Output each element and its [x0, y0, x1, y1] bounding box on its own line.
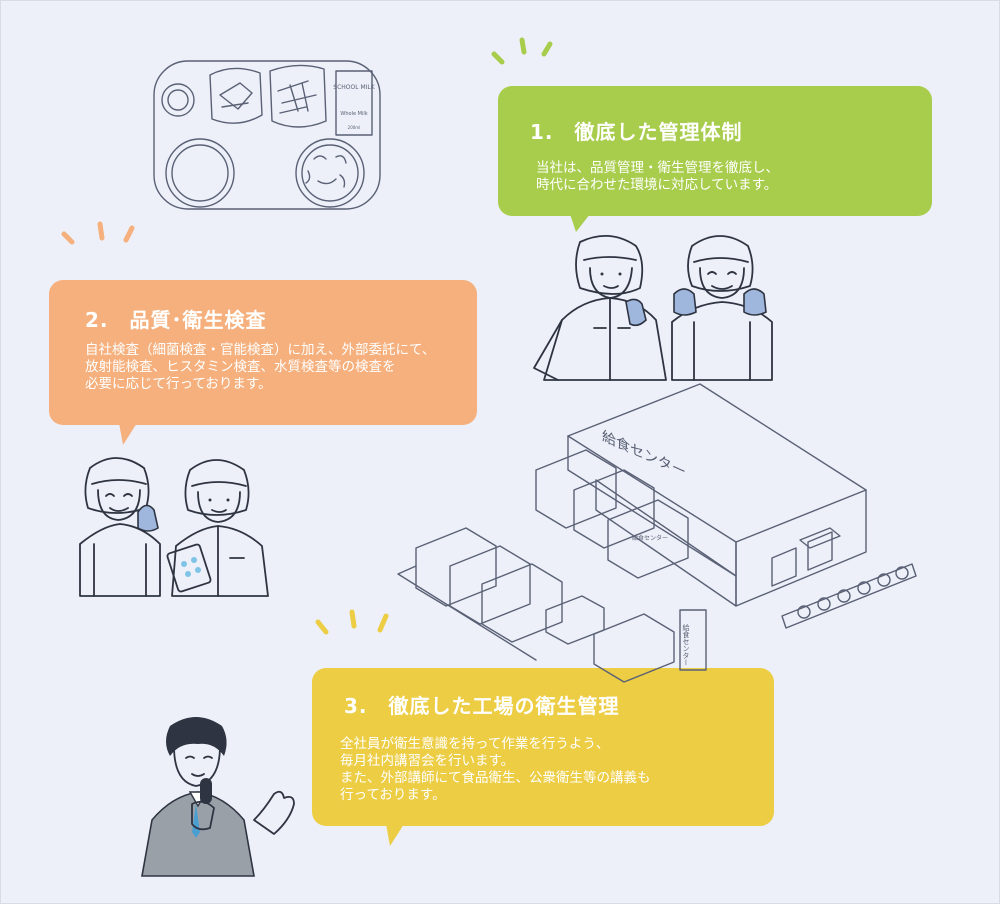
item-2-line-1: 自社検査（細菌検査・官能検査）に加え、外部委託にて、	[85, 342, 436, 358]
item-2-line-2: 放射能検査、ヒスタミン検査、水質検査等の検査を	[85, 359, 396, 375]
orange-ray-marks	[61, 221, 135, 245]
speech-bubble-2: 2. 品質･衛生検査 自社検査（細菌検査・官能検査）に加え、外部委託にて、 放射…	[49, 280, 477, 445]
item-1-body: 当社は、品質管理・衛生管理を徹底し、 時代に合わせた環境に対応しています。	[536, 160, 779, 194]
item-3-line-2: 毎月社内講習会を行います。	[340, 753, 515, 769]
speech-bubble-tail	[570, 214, 590, 232]
speech-bubble-tail	[386, 824, 404, 846]
speech-bubble-1: 1. 徹底した管理体制 当社は、品質管理・衛生管理を徹底し、 時代に合わせた環境…	[498, 86, 932, 232]
pole-sign-text: 給食センター	[682, 623, 690, 666]
green-ray-marks	[491, 37, 553, 65]
milk-type-text: Whole Milk	[340, 111, 367, 117]
item-3-line-4: 行っております。	[340, 787, 446, 803]
item-1-title: 1. 徹底した管理体制	[530, 120, 743, 144]
item-2-line-3: 必要に応じて行っております。	[85, 376, 272, 392]
speaker-with-microphone-illustration	[141, 717, 295, 877]
item-1-line-1: 当社は、品質管理・衛生管理を徹底し、	[536, 160, 779, 176]
item-3-line-1: 全社員が衛生意識を持って作業を行うよう、	[340, 736, 610, 752]
speech-bubble-3: 3. 徹底した工場の衛生管理 全社員が衛生意識を持って作業を行うよう、 毎月社内…	[312, 668, 774, 846]
speech-bubble-tail	[119, 423, 137, 445]
lunch-center-factory-illustration: 給食センター 給食センター 給食センター	[397, 383, 917, 683]
item-1-line-2: 時代に合わせた環境に対応しています。	[536, 177, 778, 193]
item-3-line-3: また、外部講師にて食品衛生、公衆衛生等の講義も	[340, 770, 651, 786]
school-lunch-tray-illustration: SCHOOL MILK Whole Milk 200ml	[153, 60, 381, 210]
kitchen-workers-illustration-2	[79, 457, 269, 597]
milk-brand-text: SCHOOL MILK	[333, 84, 375, 91]
item-3-title: 3. 徹底した工場の衛生管理	[344, 694, 620, 718]
kitchen-workers-illustration-1	[533, 235, 773, 381]
item-3-body: 全社員が衛生意識を持って作業を行うよう、 毎月社内講習会を行います。 また、外部…	[340, 736, 651, 804]
item-2-title: 2. 品質･衛生検査	[85, 308, 267, 332]
yellow-ray-marks	[315, 609, 389, 635]
milk-volume-text: 200ml	[348, 125, 361, 130]
item-2-body: 自社検査（細菌検査・官能検査）に加え、外部委託にて、 放射能検査、ヒスタミン検査…	[85, 342, 435, 393]
truck-label-text: 給食センター	[632, 534, 668, 542]
